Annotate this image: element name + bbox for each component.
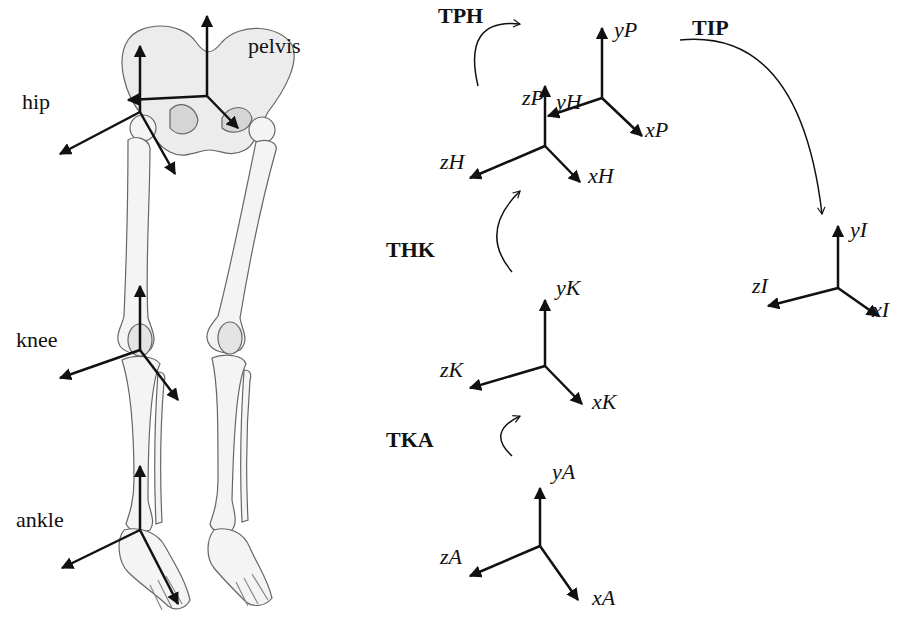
axis-label: yP <box>614 18 637 42</box>
coordinate-frame: yI zI xI <box>746 214 906 324</box>
axis-label: yI <box>850 218 867 242</box>
coordinate-frame: yH zH xH <box>434 86 624 191</box>
coordinate-frame: yA zA xA <box>434 456 624 616</box>
axis-label: yH <box>556 90 582 114</box>
axis-label: zK <box>440 358 463 382</box>
axis-label: xK <box>592 390 616 414</box>
axis-label: xH <box>588 164 614 188</box>
transform-label: TKA <box>386 428 434 452</box>
axis-label: zI <box>752 274 768 298</box>
bone-frames <box>60 16 238 604</box>
transform-label: TPH <box>438 4 483 28</box>
axis-label: yK <box>556 276 580 300</box>
axis-label: zP <box>522 86 544 110</box>
coordinate-frame: yP xP zP <box>520 14 680 144</box>
axis-label: xP <box>645 118 668 142</box>
transform-label: TIP <box>692 16 729 40</box>
coordinate-axes <box>470 28 878 600</box>
part-name: ankle <box>16 508 64 532</box>
femur-bones <box>118 115 276 356</box>
coordinate-frame: yK zK xK <box>434 272 624 416</box>
transform-label: THK <box>386 238 435 262</box>
axis-label: yA <box>552 460 575 484</box>
transform-arrow <box>497 191 520 272</box>
transform-arrow <box>475 24 520 86</box>
transform-arrow <box>680 39 822 214</box>
transform-arrow <box>501 416 520 456</box>
foot-bones <box>119 529 272 610</box>
part-name: hip <box>22 90 50 114</box>
axis-label: zH <box>440 150 464 174</box>
part-name: pelvis <box>248 34 301 58</box>
axis-label: zA <box>440 545 462 569</box>
axis-label: xA <box>592 586 615 610</box>
shin-bones <box>122 355 251 532</box>
axis-label: xI <box>872 298 889 322</box>
part-name: knee <box>16 328 58 352</box>
